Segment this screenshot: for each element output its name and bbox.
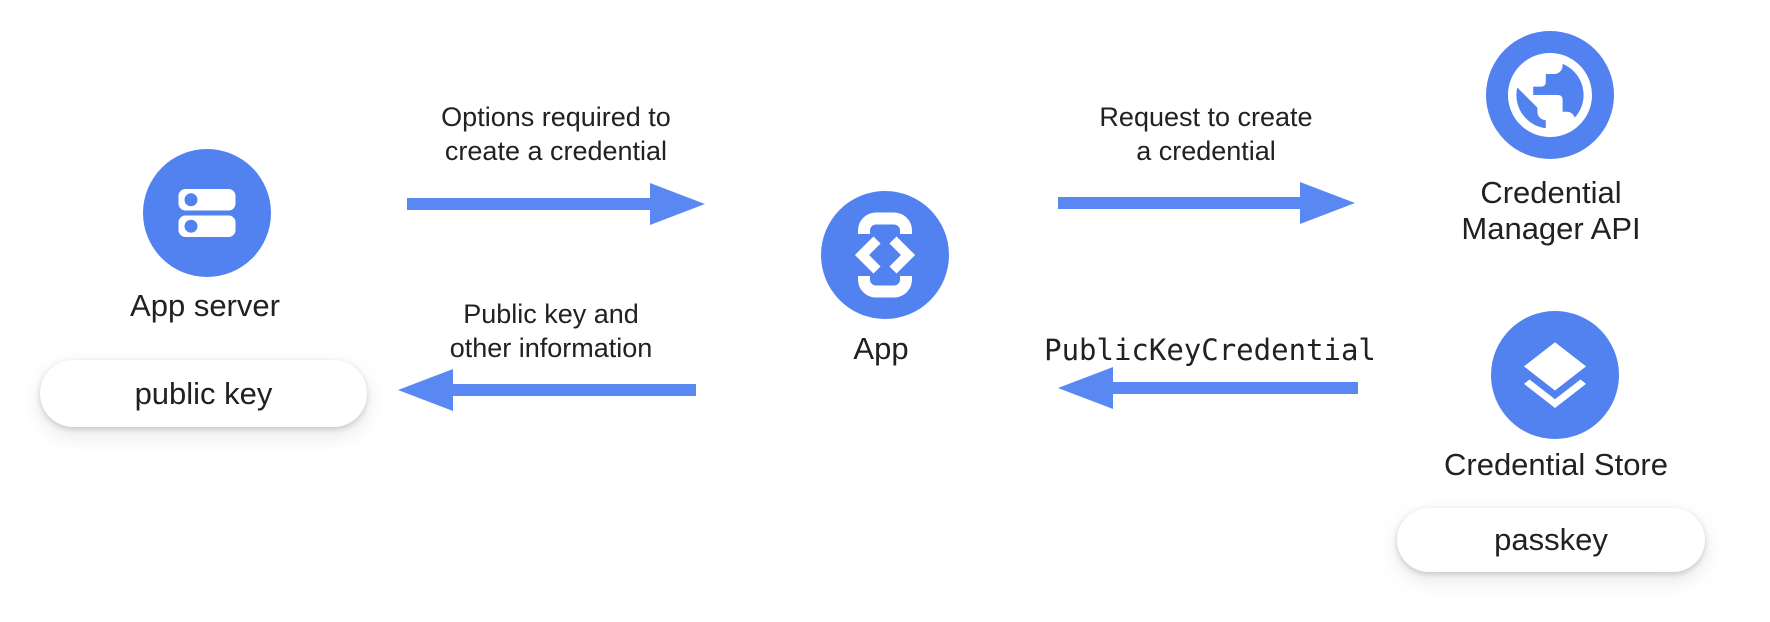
arrow-public-key-info — [398, 368, 696, 412]
app-server-circle — [143, 149, 271, 277]
arrow-left-icon — [398, 369, 696, 411]
arrow-right-icon — [1058, 182, 1355, 224]
flow-label-options-line1: Options required to — [441, 102, 671, 132]
passkey-pill: passkey — [1397, 508, 1705, 572]
arrow-request-create — [1058, 181, 1355, 225]
arrow-options — [407, 182, 705, 226]
flow-label-public-key-info: Public key and other information — [450, 297, 653, 365]
flow-label-request-create-line2: a credential — [1136, 136, 1276, 166]
public-key-pill: public key — [40, 360, 367, 427]
flow-label-request-create-line1: Request to create — [1099, 102, 1313, 132]
flow-label-public-key-info-line1: Public key and — [463, 299, 639, 329]
layers-icon — [1523, 342, 1587, 409]
phone-code-icon — [854, 212, 916, 298]
flow-label-public-key-info-line2: other information — [449, 333, 653, 363]
credential-manager-label: Credential Manager API — [1461, 175, 1640, 247]
flow-label-options: Options required to create a credential — [441, 100, 671, 168]
app-server-label: App server — [130, 288, 280, 323]
flow-label-options-line2: create a credential — [444, 136, 668, 166]
public-key-pill-label: public key — [134, 375, 273, 411]
credential-store-circle — [1491, 311, 1619, 439]
app-circle — [821, 191, 949, 319]
server-icon — [178, 189, 236, 237]
passkey-pill-label: passkey — [1494, 522, 1608, 557]
credential-manager-label-line1: Credential — [1480, 175, 1622, 210]
arrow-right-icon — [407, 183, 705, 225]
flow-label-request-create: Request to create a credential — [1099, 100, 1312, 168]
app-label: App — [853, 331, 909, 366]
globe-icon — [1508, 53, 1592, 137]
arrow-public-key-credential — [1058, 366, 1358, 410]
credential-manager-circle — [1486, 31, 1614, 159]
arrow-left-icon — [1058, 367, 1358, 409]
credential-manager-label-line2: Manager API — [1461, 211, 1641, 246]
flow-label-public-key-credential: PublicKeyCredential — [1044, 333, 1376, 367]
credential-store-label: Credential Store — [1443, 447, 1669, 482]
